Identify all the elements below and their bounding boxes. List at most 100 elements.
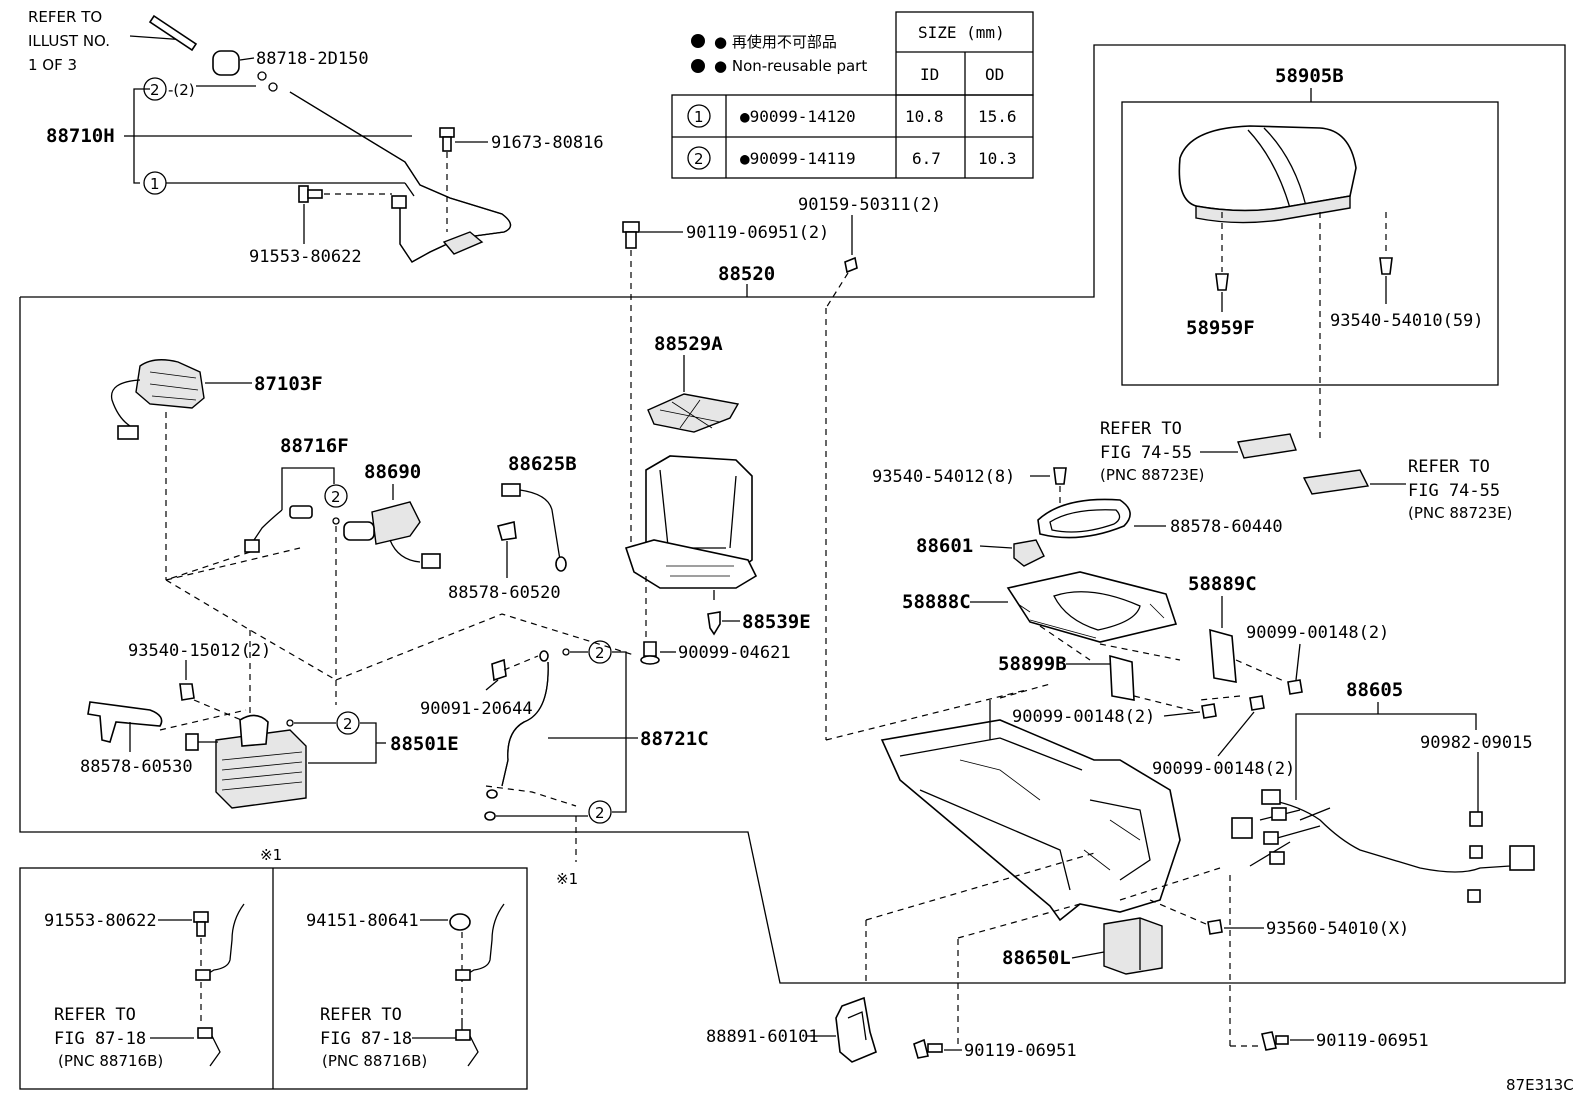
- armrest-group: 58905B 58959F 93540-54010(59): [1178, 65, 1484, 440]
- part-88716F: 88716F 2: [165, 435, 349, 705]
- label-90091-20644: 90091-20644: [420, 699, 533, 719]
- label-90119-06951-b: 90119-06951: [1316, 1031, 1429, 1051]
- callout-2-count: -(2): [168, 81, 195, 99]
- callout-2-88716F: 2: [331, 488, 341, 506]
- label-88710H: 88710H: [46, 125, 115, 147]
- size-header: SIZE (mm): [918, 23, 1005, 42]
- inset-right: 94151-80641 REFER TO FIG 87-18 (PNC 8871…: [306, 903, 505, 1070]
- od-header: OD: [985, 65, 1004, 84]
- label-88650L: 88650L: [1002, 947, 1071, 969]
- inset-left: ※1 91553-80622 REFER TO FIG 87-18 (PNC 8…: [44, 846, 282, 1070]
- callout-2-top: 2: [150, 81, 160, 99]
- refer-fig87-b-l1: REFER TO: [320, 1005, 402, 1025]
- label-88578-60440: 88578-60440: [1170, 517, 1283, 537]
- refer-fig74-b-l2: FIG 74-55: [1408, 481, 1500, 501]
- refer-illust-l3: 1 OF 3: [28, 56, 77, 74]
- label-88578-60520: 88578-60520: [448, 583, 561, 603]
- legend-dot: [691, 34, 705, 48]
- callout-2-88721C-top: 2: [595, 644, 605, 662]
- callout-1-top: 1: [150, 175, 160, 193]
- label-58889C: 58889C: [1188, 573, 1257, 595]
- row1-part: ●90099-14120: [740, 107, 856, 126]
- label-88601: 88601: [916, 535, 973, 557]
- label-88718-2D150: 88718-2D150: [256, 49, 369, 69]
- label-58888C: 58888C: [902, 591, 971, 613]
- row2-id: 6.7: [912, 149, 941, 168]
- row2-part: ●90099-14119: [740, 149, 856, 168]
- label-inset-91553-80622: 91553-80622: [44, 911, 157, 931]
- refer-fig87-a-l2: FIG 87-18: [54, 1029, 146, 1049]
- left-cluster: 87103F 88716F 2 88690 88625B: [80, 359, 635, 809]
- bezel-group: 93540-54012(8) 88578-60440 88601 58888C …: [872, 467, 1389, 779]
- label-90159-50311-2: 90159-50311(2): [798, 195, 941, 215]
- label-88690: 88690: [364, 461, 421, 483]
- refer-fig87-b-l3: (PNC 88716B): [322, 1052, 427, 1070]
- label-93560-54010-X: 93560-54010(X): [1266, 919, 1409, 939]
- refer-fig74-a-l1: REFER TO: [1100, 419, 1182, 439]
- refer-fig87-b-l2: FIG 87-18: [320, 1029, 412, 1049]
- frame-58905B: [1121, 101, 1499, 386]
- center-top-fasteners: 90119-06951(2) 90159-50311(2) 88520: [622, 195, 941, 740]
- label-58905B: 58905B: [1275, 65, 1344, 87]
- id-header: ID: [920, 65, 939, 84]
- part-87103F: 87103F: [110, 359, 323, 440]
- label-88578-60530: 88578-60530: [80, 757, 193, 777]
- row1-id: 10.8: [905, 107, 944, 126]
- label-88605: 88605: [1346, 679, 1403, 701]
- refer-fig74-a-l3: (PNC 88723E): [1100, 466, 1204, 484]
- label-88625B: 88625B: [508, 453, 577, 475]
- callout-2-88501E: 2: [343, 715, 353, 733]
- refer-illust-l1: REFER TO: [28, 8, 102, 26]
- label-93540-15012-2: 93540-15012(2): [128, 641, 271, 661]
- label-87103F: 87103F: [254, 373, 323, 395]
- label-88539E: 88539E: [742, 611, 811, 633]
- refer-fig74-b-l1: REFER TO: [1408, 457, 1490, 477]
- frame-88520: [19, 44, 1566, 984]
- bottom-center-parts: 88891-60101 90119-06951 90119-06951: [706, 851, 1429, 1063]
- harness-88710H: REFER TO ILLUST NO. 1 OF 3 88718-2D150 9…: [28, 8, 604, 267]
- row1-od: 15.6: [978, 107, 1017, 126]
- label-88716F: 88716F: [280, 435, 349, 457]
- star-ref-1: ※1: [556, 870, 578, 888]
- label-90119-06951-2: 90119-06951(2): [686, 223, 829, 243]
- star-ref-1b: ※1: [260, 846, 282, 864]
- label-90099-00148-2c: 90099-00148(2): [1152, 759, 1295, 779]
- refer-fig87-a-l1: REFER TO: [54, 1005, 136, 1025]
- part-88501E: 2 88501E: [185, 711, 459, 809]
- part-88721C-group: 90091-20644 2 88721C 2 ※1: [420, 640, 709, 888]
- label-90982-09015: 90982-09015: [1420, 733, 1533, 753]
- label-90099-04621: 90099-04621: [678, 643, 791, 663]
- figure-code: 87E313C: [1506, 1076, 1574, 1094]
- part-88690: 88690: [343, 461, 441, 569]
- label-inset-94151-80641: 94151-80641: [306, 911, 419, 931]
- refer-illust-l2: ILLUST NO.: [28, 32, 110, 50]
- row2-num: 2: [694, 150, 704, 168]
- refer-fig74: REFER TO FIG 74-55 (PNC 88723E) REFER TO…: [1100, 419, 1512, 522]
- part-88650L: 88650L: [1002, 917, 1163, 975]
- console-box: 93560-54010(X): [825, 683, 1409, 939]
- callout-2-88721C-bottom: 2: [595, 804, 605, 822]
- row1-num: 1: [694, 108, 704, 126]
- label-88721C: 88721C: [640, 728, 709, 750]
- label-90099-00148-2a: 90099-00148(2): [1246, 623, 1389, 643]
- legend-dot-en: [691, 59, 705, 73]
- part-88529A-group: 88529A 90099-04621 88539E: [624, 333, 811, 665]
- label-91673-80816: 91673-80816: [491, 133, 604, 153]
- label-90099-00148-2b: 90099-00148(2): [1012, 707, 1155, 727]
- label-88501E: 88501E: [390, 733, 459, 755]
- refer-fig87-a-l3: (PNC 88716B): [58, 1052, 163, 1070]
- label-91553-80622: 91553-80622: [249, 247, 362, 267]
- refer-fig74-a-l2: FIG 74-55: [1100, 443, 1192, 463]
- legend-jp: ● 再使用不可部品: [714, 33, 837, 51]
- label-88891-60101: 88891-60101: [706, 1027, 819, 1047]
- label-90119-06951-a: 90119-06951: [964, 1041, 1077, 1061]
- label-93540-54012-8: 93540-54012(8): [872, 467, 1015, 487]
- label-58959F: 58959F: [1186, 317, 1255, 339]
- frames: [19, 44, 1566, 1090]
- non-reusable-table: ● 再使用不可部品 ● Non-reusable part SIZE (mm) …: [671, 11, 1034, 179]
- label-88520: 88520: [718, 263, 775, 285]
- label-93540-54010-59: 93540-54010(59): [1330, 311, 1484, 331]
- label-58899B: 58899B: [998, 653, 1067, 675]
- legend-en: ● Non-reusable part: [714, 57, 867, 75]
